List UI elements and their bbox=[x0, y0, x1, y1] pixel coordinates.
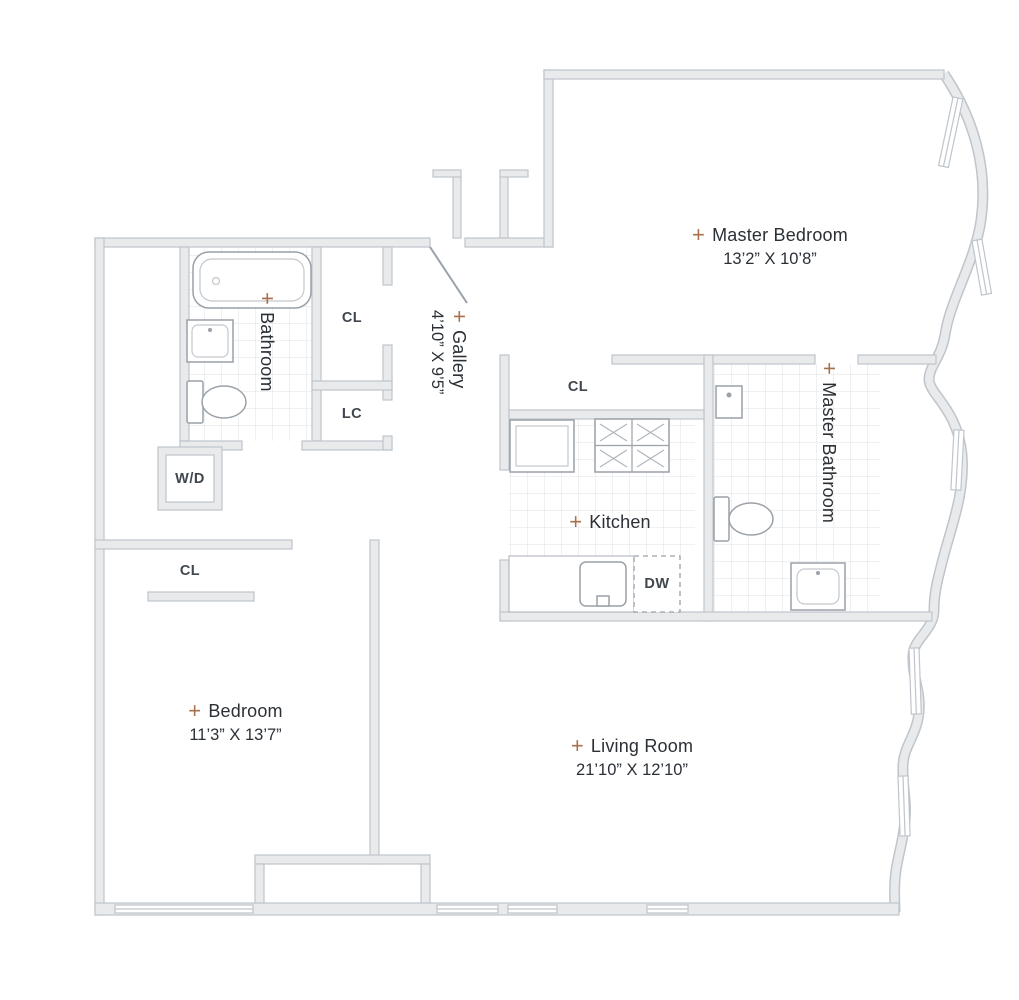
master-toilet-bowl bbox=[728, 502, 774, 536]
plus-marker-icon: + bbox=[817, 362, 842, 376]
room-name-living-room: Living Room bbox=[590, 736, 694, 756]
room-dims-living-room: 21’10” X 12’10” bbox=[576, 761, 688, 779]
master-toilet-tank bbox=[713, 496, 730, 542]
label-master-bedroom: + Master Bedroom 13’2” X 10’8” bbox=[655, 224, 885, 269]
plus-marker-icon: + bbox=[255, 292, 280, 306]
bottom-windows bbox=[114, 904, 689, 914]
kitchen-fixtures bbox=[508, 418, 681, 613]
room-name-kitchen: Kitchen bbox=[589, 512, 651, 532]
label-closet-hall: CL bbox=[341, 310, 363, 326]
plus-marker-icon: + bbox=[569, 509, 583, 534]
master-bath-shelf bbox=[715, 385, 743, 419]
label-bathroom: + Bathroom bbox=[255, 292, 280, 462]
room-dims-bedroom: 11’3” X 13’7” bbox=[189, 726, 282, 744]
room-name-master-bedroom: Master Bedroom bbox=[712, 225, 848, 245]
bathroom-fixtures bbox=[186, 251, 312, 424]
plus-marker-icon: + bbox=[570, 733, 584, 758]
plus-marker-icon: + bbox=[188, 698, 202, 723]
bathroom-sink bbox=[186, 319, 234, 363]
entry-door bbox=[429, 246, 468, 304]
room-dims-master-bedroom: 13’2” X 10’8” bbox=[723, 250, 817, 268]
label-gallery: + Gallery 4’10” X 9’5” bbox=[427, 310, 472, 470]
kitchen-counter-unit bbox=[509, 419, 575, 473]
toilet-bowl bbox=[201, 385, 247, 419]
washer-dryer-box bbox=[157, 446, 223, 511]
master-bathroom-fixtures bbox=[713, 385, 846, 611]
room-name-bathroom: Bathroom bbox=[257, 312, 277, 392]
label-washer-dryer: W/D bbox=[175, 471, 205, 487]
room-dims-gallery: 4’10” X 9’5” bbox=[428, 310, 446, 395]
label-dishwasher: DW bbox=[644, 576, 670, 592]
label-closet-bedroom: CL bbox=[179, 563, 201, 579]
plus-marker-icon: + bbox=[692, 222, 706, 247]
label-kitchen: + Kitchen bbox=[535, 511, 685, 533]
room-name-bedroom: Bedroom bbox=[208, 701, 283, 721]
label-linen-closet: LC bbox=[341, 406, 363, 422]
kitchen-faucet bbox=[596, 595, 610, 607]
room-name-gallery: Gallery bbox=[449, 330, 469, 389]
plus-marker-icon: + bbox=[447, 310, 472, 324]
room-name-master-bathroom: Master Bathroom bbox=[819, 382, 839, 524]
label-bedroom: + Bedroom 11’3” X 13’7” bbox=[148, 700, 323, 745]
exterior-windows bbox=[897, 96, 993, 837]
dishwasher-box bbox=[633, 555, 681, 613]
label-living-room: + Living Room 21’10” X 12’10” bbox=[522, 735, 742, 780]
label-master-bathroom: + Master Bathroom bbox=[817, 362, 842, 582]
label-closet-kitchen: CL bbox=[567, 379, 589, 395]
bathtub bbox=[192, 251, 312, 309]
walls bbox=[94, 69, 945, 916]
toilet-tank bbox=[186, 380, 204, 424]
